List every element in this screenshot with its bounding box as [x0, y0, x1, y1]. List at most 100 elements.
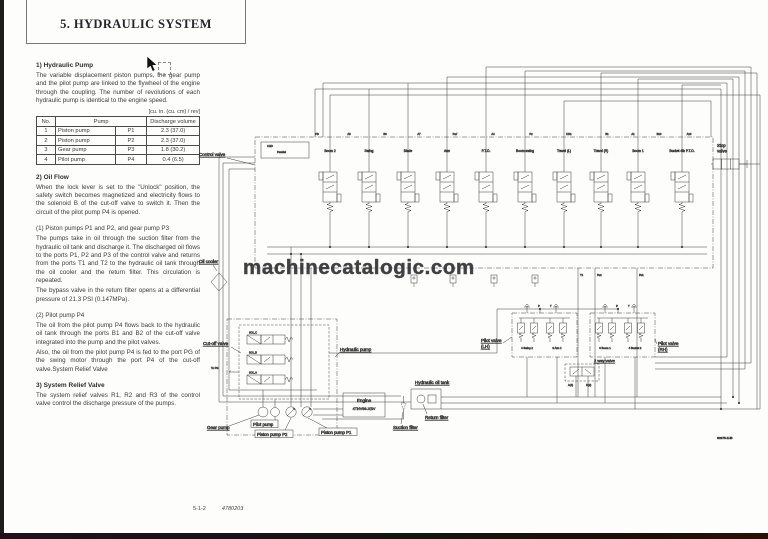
page-footer: 5-1-2 4780203 — [193, 506, 243, 512]
pv-section-label: 3 Arm 1 — [552, 346, 562, 350]
port-label: DR1 — [566, 132, 572, 136]
paragraph: The oil from the pilot pump P4 flows bac… — [36, 322, 200, 346]
cell-no: 3 — [35, 144, 57, 156]
cell-volume: 2.3 (37.0) — [146, 135, 200, 146]
table-row: 1 Piston pump P1 2.3 (37.0) — [35, 125, 200, 137]
engine-label: Engine — [357, 398, 372, 403]
pilot-valve-lh-label: Pilot valve (LH) — [481, 336, 513, 349]
pv-section-label: 4 Bucket 2 — [629, 346, 642, 350]
cv-section-label: Swing — [365, 149, 374, 153]
pilot-pump-label: Pilot pump — [250, 417, 279, 428]
cv-section-label: Boom 1 — [632, 149, 644, 153]
two-way-valve: 2 way valve A(4) D(2) — [564, 358, 616, 397]
svg-text:Pilot valve: Pilot valve — [658, 341, 679, 346]
return-line: Oil cooler — [199, 156, 411, 403]
solenoid-valves: SOL.C SOL.B SOL.A — [246, 330, 294, 385]
selection-artifact — [158, 62, 171, 75]
paragraph: When the lock lever is set to the "Unloc… — [36, 183, 200, 216]
cell-volume: 2.3 (37.0) — [146, 125, 200, 137]
hydraulic-pump-label: Hydraulic pump — [340, 347, 372, 352]
port-label: A(4) — [568, 383, 573, 387]
cv-section-label: Bucket 4th P.T.O. — [669, 149, 694, 153]
hydraulic-oil-tank-label: Hydraulic oil tank — [415, 380, 450, 385]
cell-code: P2 — [114, 135, 148, 146]
section-heading-2: 2) Oil Flow — [36, 173, 69, 181]
return-filter-label: Return filter — [425, 415, 449, 420]
scan-edge-bottom — [0, 533, 768, 539]
cell-no: 1 — [35, 125, 57, 137]
col-header-discharge: Discharge volume — [146, 116, 200, 127]
svg-text:Piston pump P1: Piston pump P1 — [321, 430, 352, 435]
control-valve-label: Control valve — [199, 152, 226, 157]
svg-text:Pilot valve: Pilot valve — [481, 338, 502, 343]
port-label: PB — [315, 132, 319, 136]
pilot-valve-rh-label: Pilot valve (RH) — [654, 338, 679, 352]
sub-heading: (2) Pilot pump P4 — [36, 311, 85, 319]
suction-filter-label: Suction filter — [393, 425, 418, 430]
paragraph: The system relief valves R1, R2 and R3 o… — [36, 392, 200, 408]
svg-text:Piston pump P2: Piston pump P2 — [257, 432, 288, 437]
port-label: Ps2 — [597, 273, 602, 277]
cv-section-label: Blade — [404, 149, 413, 153]
hydraulic-oil-tank: Hydraulic oil tank Return filter Suction… — [322, 380, 450, 430]
port-label: B6 — [383, 132, 387, 136]
col-header-pump: Pump — [55, 116, 148, 127]
cell-name: Gear pump — [55, 144, 116, 156]
paragraph: Also, the oil from the pilot pump P4 is … — [36, 349, 200, 373]
gear-pump-label: Gear pump — [207, 425, 230, 430]
cell-code: P1 — [114, 125, 148, 137]
port-label: Pa7 — [453, 132, 458, 136]
port-label: B10 — [657, 132, 662, 136]
hydraulic-circuit-diagram: CHD Parallel Boom 2 Swing Blade Arm P.T.… — [199, 66, 761, 440]
section-heading-1: 1) Hydraulic Pump — [36, 62, 94, 69]
port-label: B1 — [605, 132, 609, 136]
oil-cooler-label: Oil cooler — [199, 259, 219, 264]
stop-valve: Stop valve — [711, 143, 760, 170]
port-label: T — [550, 304, 552, 308]
port-label: A4 — [491, 132, 495, 136]
paragraph: The variable displacement piston pumps, … — [36, 72, 200, 104]
engine-model-label: 4TNV98-XBV — [353, 407, 376, 411]
chapter-title-box: 5. HYDRAULIC SYSTEM — [26, 0, 246, 44]
port-label: A10 — [687, 132, 692, 136]
control-valve: CHD Parallel Boom 2 Swing Blade Arm P.T.… — [254, 67, 714, 269]
port-label: CHD — [267, 144, 273, 148]
pilot-valve-lh: P T 4 Swing 2 3 Arm 1 — [511, 304, 578, 403]
cell-code: P4 — [114, 154, 148, 165]
svg-text:2 way valve: 2 way valve — [594, 358, 616, 363]
port-label: A6 — [347, 132, 351, 136]
pump-spec-table: No. Pump Discharge volume 1 Piston pump … — [35, 116, 200, 165]
engine-box: Engine 4TNV98-XBV — [342, 392, 386, 418]
svg-text:(LH): (LH) — [481, 344, 490, 349]
cell-code: P3 — [114, 144, 148, 156]
port-label: P — [616, 304, 618, 308]
col-header-no: No. — [35, 116, 57, 127]
table-row: 4 Pilot pump P4 0.4 (6.5) — [35, 154, 200, 165]
table-row: 2 Piston pump P2 2.3 (37.0) — [35, 135, 200, 146]
sol-b-label: SOL.B — [249, 351, 257, 355]
pv-section-label: 4 Swing 2 — [521, 346, 533, 350]
svg-text:(RH): (RH) — [658, 347, 668, 352]
sol-a-label: SOL.A — [249, 371, 257, 375]
paragraph: The pumps take in oil through the suctio… — [36, 235, 200, 284]
drawing-code: S3375-1HB — [717, 436, 733, 440]
cell-no: 2 — [35, 135, 57, 146]
cv-section-label: Boom swing — [516, 149, 534, 153]
port-label: A1 — [631, 132, 635, 136]
cv-section-label: Boom 2 — [324, 149, 336, 153]
piston-pump-p2-label: Piston pump P2 — [254, 417, 294, 438]
port-label: T — [628, 304, 630, 308]
port-label: D(2) — [586, 383, 591, 387]
text-column: 1) Hydraulic Pump The variable displacem… — [35, 62, 200, 411]
cell-volume: 0.4 (6.5) — [146, 154, 200, 165]
doc-number: 4780203 — [221, 506, 244, 512]
watermark: machinecatalogic.com — [243, 256, 475, 279]
sub-heading: (1) Piston pumps P1 and P2, and gear pum… — [36, 225, 170, 232]
page-number: 5-1-2 — [193, 506, 206, 512]
suction-filter — [400, 402, 407, 411]
port-label: Ps1 — [639, 273, 644, 277]
sol-c-label: SOL.C — [249, 331, 257, 335]
cell-name: Piston pump — [55, 135, 116, 146]
svg-text:Pilot pump: Pilot pump — [253, 422, 274, 427]
